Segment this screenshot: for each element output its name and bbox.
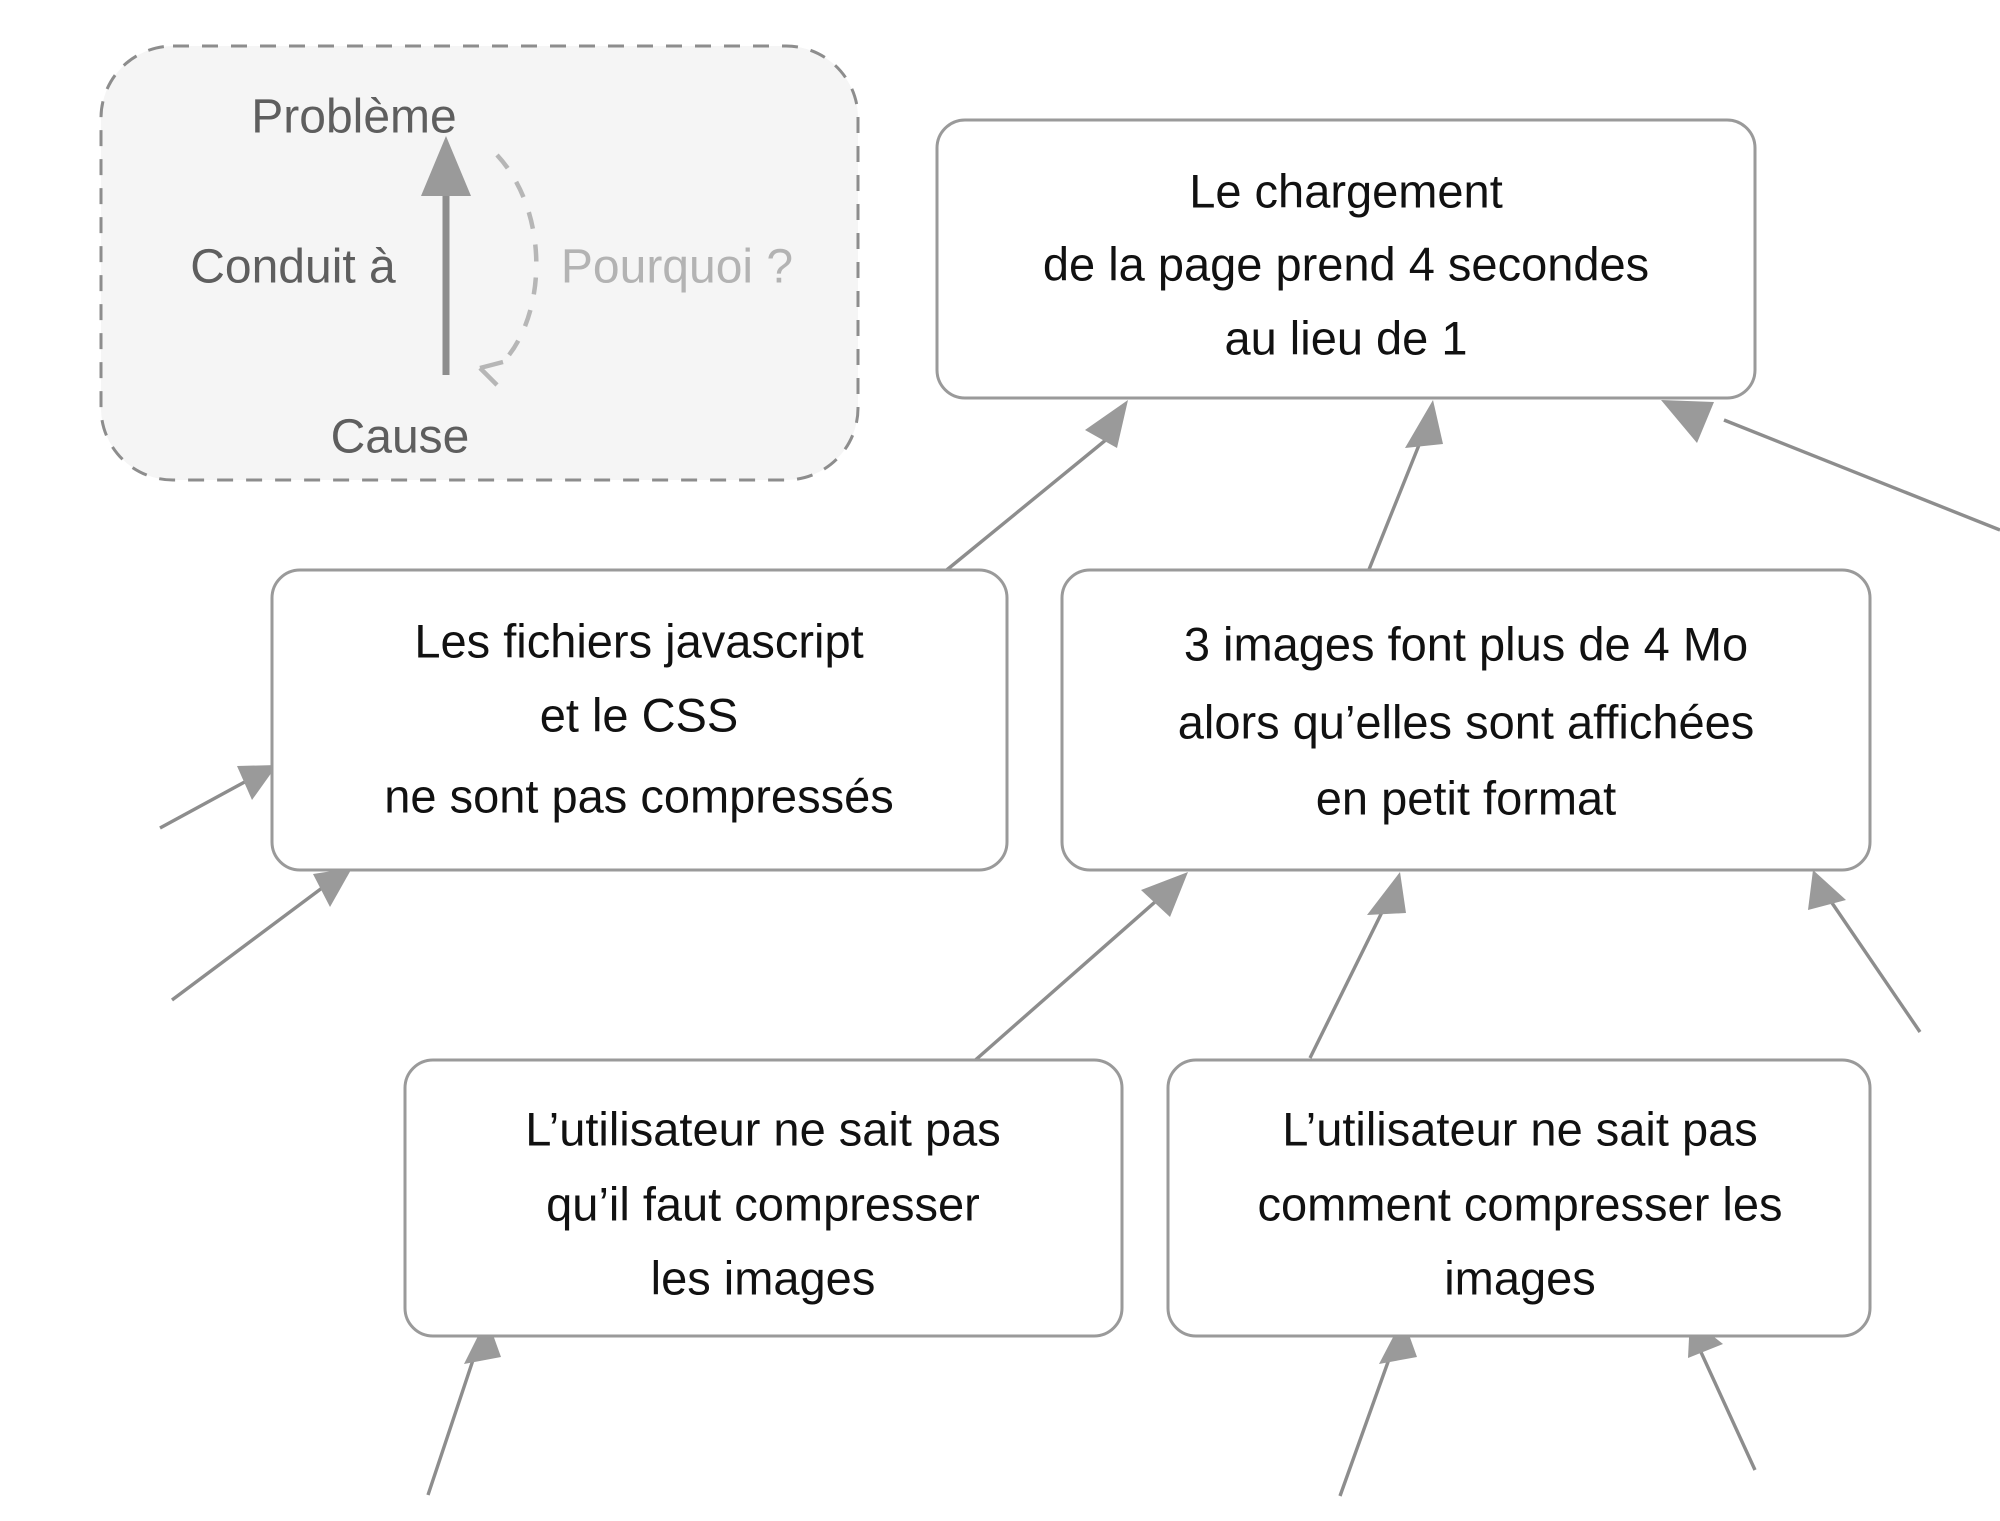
edge-offscreen-left-upper-to-jscss	[159, 776, 253, 830]
cause-js-css-line-1: Les fichiers javascript	[414, 614, 863, 667]
cause-user-unaware-node-box[interactable]	[403, 1058, 1124, 1338]
problem-node[interactable]: Le chargement de la page prend 4 seconde…	[935, 118, 1757, 400]
edge-offscreen-right-to-problem	[1723, 418, 2000, 532]
problem-node-line-1: Le chargement	[1189, 164, 1503, 217]
legend-why-arrow-head	[478, 359, 504, 387]
cause-user-howto-node-box[interactable]	[1166, 1058, 1872, 1338]
cause-images-line-3: en petit format	[1316, 771, 1616, 824]
cause-js-css-line-3: ne sont pas compressés	[384, 769, 893, 822]
cause-user-unaware-node[interactable]: L’utilisateur ne sait pas qu’il faut com…	[403, 1058, 1124, 1338]
cause-images-line-2: alors qu’elles sont affichées	[1178, 695, 1755, 748]
legend-why-curve	[495, 153, 539, 362]
cause-user-howto-line-2: comment compresser les	[1258, 1177, 1783, 1230]
edge-offscreen-left-lower-to-jscss	[170, 886, 324, 1002]
edge-offscreen-bottom-to-howto-left	[1338, 1347, 1395, 1497]
cause-js-css-node[interactable]: Les fichiers javascript et le CSS ne son…	[270, 568, 1009, 872]
edge-offscreen-bottom-to-unaware	[426, 1347, 479, 1496]
edge-images-to-problem	[1366, 429, 1427, 573]
edge-unaware-to-images	[970, 900, 1157, 1065]
problem-node-line-3: au lieu de 1	[1224, 311, 1467, 364]
cause-images-line-1: 3 images font plus de 4 Mo	[1184, 617, 1748, 670]
edge-offscreen-left-lower-to-jscss-head	[313, 868, 352, 907]
legend-cause-label: Cause	[331, 411, 470, 464]
edge-images-to-problem-head	[1405, 400, 1443, 448]
legend-up-arrow-head	[421, 136, 471, 196]
edge-jscss-to-problem-head	[1085, 400, 1128, 448]
cause-user-unaware-line-3: les images	[651, 1251, 876, 1304]
edge-jscss-to-problem	[941, 428, 1120, 575]
cause-user-howto-line-3: images	[1444, 1251, 1596, 1304]
cause-user-unaware-line-1: L’utilisateur ne sait pas	[525, 1102, 1001, 1155]
edge-howto-to-images-head	[1367, 872, 1406, 915]
edge-offscreen-bottom-to-howto-right	[1698, 1349, 1757, 1471]
edge-offscreen-bottom-to-howto-left-head	[1379, 1318, 1417, 1364]
edge-offscreen-right-lower-to-images-head	[1808, 870, 1846, 910]
problem-node-line-2: de la page prend 4 secondes	[1043, 237, 1649, 290]
problem-node-box[interactable]	[935, 118, 1757, 400]
edge-howto-to-images	[1308, 901, 1389, 1059]
legend-leads-to-label: Conduit à	[190, 241, 396, 294]
cause-js-css-line-2: et le CSS	[540, 688, 739, 741]
edges-group	[159, 400, 2000, 1497]
edge-unaware-to-images-head	[1141, 872, 1188, 917]
edge-offscreen-left-upper-to-jscss-head	[237, 765, 277, 800]
edge-offscreen-right-to-problem-head	[1661, 400, 1714, 443]
cause-images-node-box[interactable]	[1060, 568, 1872, 872]
cause-effect-legend: Problème Conduit à Pourquoi ? Cause	[99, 44, 860, 482]
cause-images-node[interactable]: 3 images font plus de 4 Mo alors qu’elle…	[1060, 568, 1872, 872]
edge-offscreen-bottom-to-unaware-head	[464, 1318, 501, 1364]
edge-offscreen-right-lower-to-images	[1828, 899, 1922, 1033]
legend-why-label: Pourquoi ?	[561, 241, 793, 294]
cause-js-css-node-box[interactable]	[270, 568, 1009, 872]
cause-user-howto-node[interactable]: L’utilisateur ne sait pas comment compre…	[1166, 1058, 1872, 1338]
legend-frame	[99, 44, 860, 482]
legend-problem-label: Problème	[251, 91, 456, 144]
cause-user-unaware-line-2: qu’il faut compresser	[546, 1177, 980, 1230]
cause-user-howto-line-1: L’utilisateur ne sait pas	[1282, 1102, 1758, 1155]
